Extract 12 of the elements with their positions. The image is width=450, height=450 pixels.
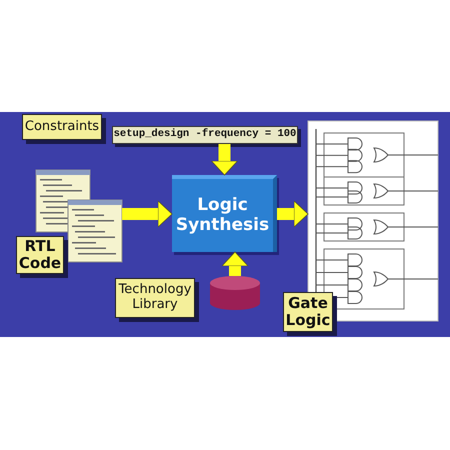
block-arrow	[122, 200, 172, 228]
node-text: Constraints	[24, 120, 100, 134]
node-text: setup_design -frequency = 100	[114, 129, 296, 141]
block-arrow	[277, 200, 308, 228]
command-box	[112, 126, 298, 144]
node-text: RTL Code	[18, 238, 62, 272]
block-arrow	[211, 144, 238, 176]
node-text: Technology Library	[118, 283, 192, 313]
node-text: Gate Logic	[284, 295, 332, 329]
process-box	[172, 175, 277, 252]
node-text: Logic Synthesis	[174, 196, 270, 235]
block-arrow	[222, 252, 248, 276]
